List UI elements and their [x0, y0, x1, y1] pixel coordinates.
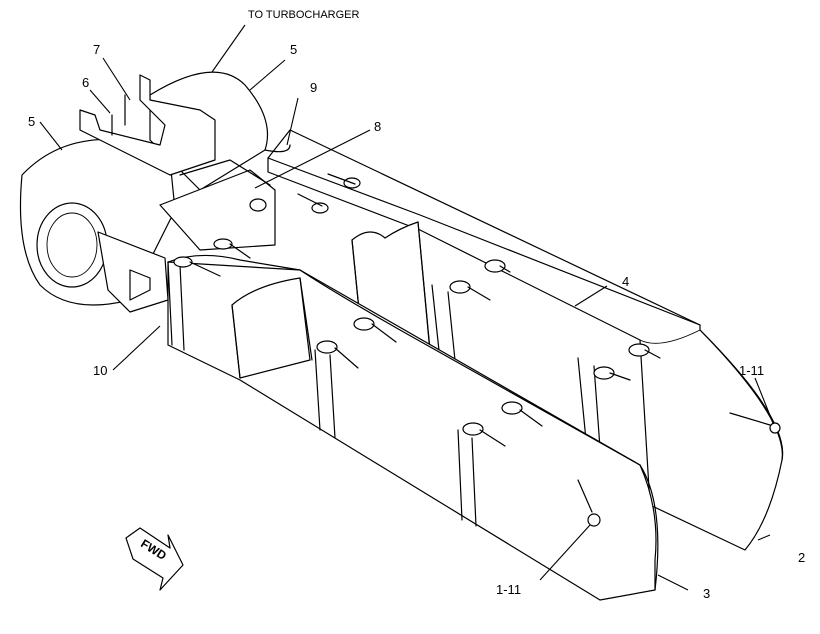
- callout-1-11-lower: 1-11: [496, 582, 521, 597]
- clamp: [462, 401, 543, 447]
- manifold: [159, 159, 276, 251]
- fwd-arrow-icon: FWD: [125, 527, 184, 591]
- clamp: [593, 343, 661, 381]
- clamp: [316, 317, 397, 369]
- clamps: [173, 173, 661, 447]
- callout-9: 9: [310, 80, 317, 95]
- callout-1-11-right: 1-11: [739, 363, 764, 378]
- callout-8: 8: [374, 119, 381, 134]
- leaders: [39, 24, 774, 591]
- clamp: [449, 259, 511, 301]
- callout-5-rear: 5: [290, 42, 297, 57]
- bolt-lower: [577, 479, 601, 527]
- callout-3: 3: [703, 586, 710, 601]
- lower-shield: [167, 254, 659, 601]
- callout-2: 2: [798, 550, 805, 565]
- clamp: [173, 238, 251, 277]
- callout-5-front: 5: [28, 114, 35, 129]
- callout-7: 7: [93, 42, 100, 57]
- callout-10: 10: [93, 363, 107, 378]
- bracket: [79, 74, 216, 176]
- lower-bracket: [97, 231, 169, 313]
- to-turbocharger-label: TO TURBOCHARGER: [248, 9, 359, 21]
- callout-6: 6: [82, 75, 89, 90]
- bolt-right: [729, 412, 781, 434]
- clamp: [297, 173, 361, 214]
- callout-4: 4: [622, 274, 629, 289]
